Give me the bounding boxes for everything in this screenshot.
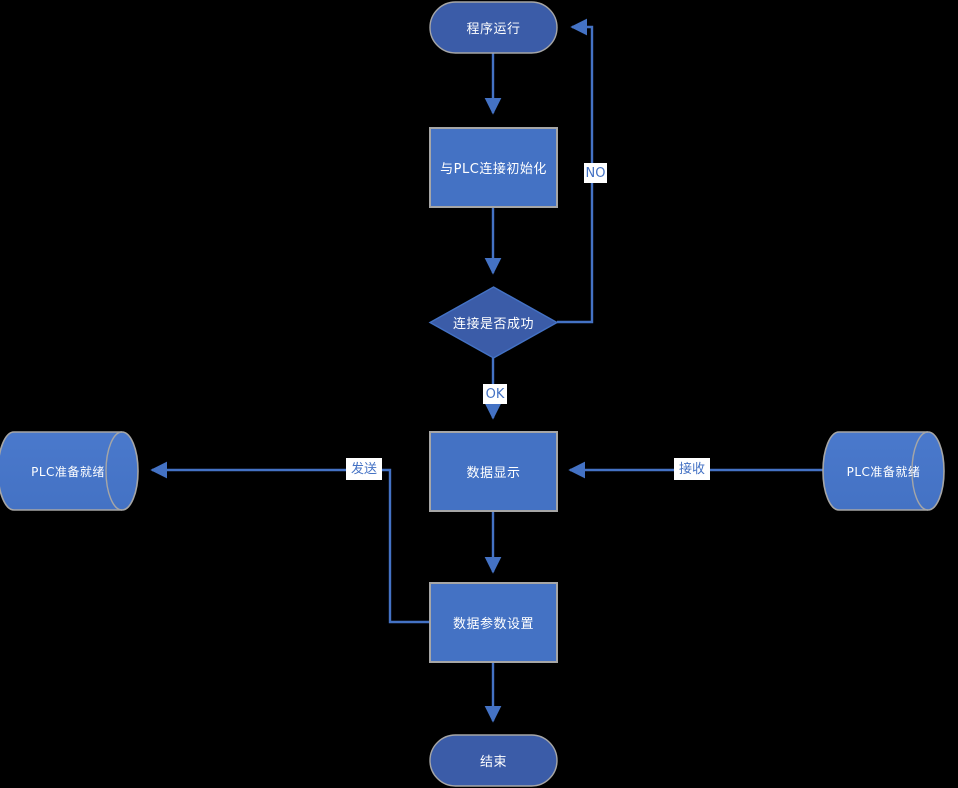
node-shape-plc-right [822, 431, 945, 511]
edge-label-ok: OK [483, 384, 507, 404]
edge-label-no: NO [584, 163, 607, 183]
edge-label-receive: 接收 [674, 458, 710, 480]
edge-label-send: 发送 [346, 458, 382, 480]
node-shape-params [429, 582, 558, 663]
node-shape-decision [428, 286, 559, 359]
node-shape-display [429, 431, 558, 512]
edge-params-to-plc-left [150, 461, 430, 624]
node-shape-plc-left [0, 431, 139, 511]
node-shape-start [429, 1, 558, 54]
node-shape-init [429, 127, 558, 208]
node-shape-end [429, 734, 558, 787]
